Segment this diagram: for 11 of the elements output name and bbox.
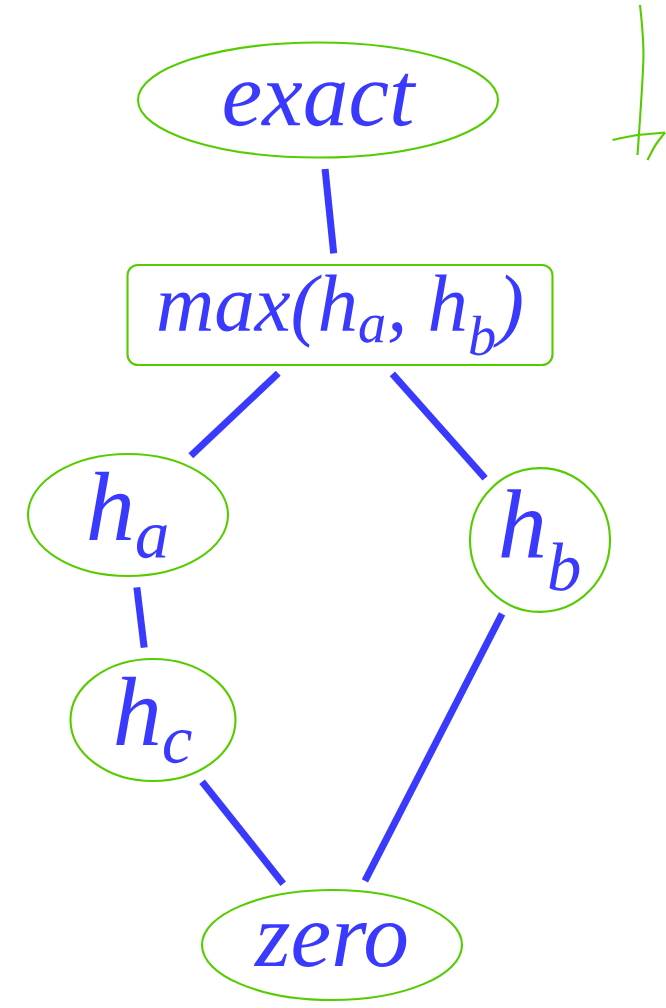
- ellipse-node: h$_{c}$: [69, 657, 237, 783]
- connector-line: [199, 779, 286, 886]
- connector-line: [361, 612, 506, 883]
- connector-line: [389, 371, 488, 481]
- ellipse-node: h$_{a}$: [26, 452, 230, 578]
- ellipse-node: h$_{b}$: [468, 467, 612, 613]
- connector-line: [188, 370, 281, 459]
- ellipse-node: exact: [136, 41, 500, 159]
- ellipse-node: zero: [200, 888, 464, 1002]
- box-node: max(h$_{a}$, h$_{b}$): [126, 263, 554, 367]
- connector-line: [321, 168, 338, 254]
